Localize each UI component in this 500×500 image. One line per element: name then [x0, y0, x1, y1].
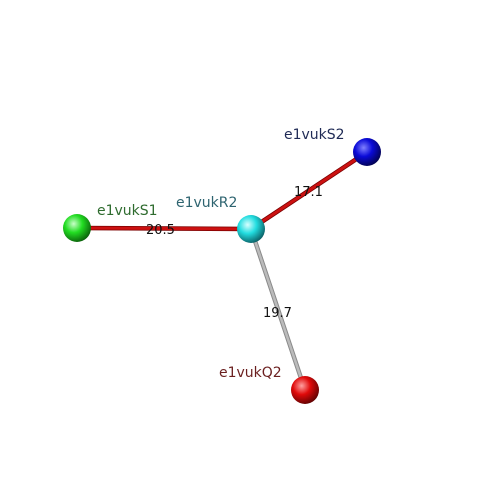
node-labels: e1vukS1 e1vukR2 e1vukS2 e1vukQ2 [97, 127, 345, 381]
edge-r2-q2 [248, 226, 308, 393]
nodes [63, 138, 381, 404]
edge-r2-s2 [248, 149, 370, 232]
node-label-e1vukS1: e1vukS1 [97, 203, 158, 219]
edge-labels: 20.5 17.1 19.7 [146, 185, 323, 321]
edge-r2-s2-line [249, 150, 369, 231]
node-e1vukR2[interactable] [237, 215, 265, 243]
edges [74, 149, 370, 393]
edge-s1-r2-distance: 20.5 [146, 223, 175, 238]
edge-r2-s2-distance: 17.1 [294, 185, 323, 200]
node-label-e1vukR2: e1vukR2 [176, 195, 237, 211]
node-label-e1vukQ2: e1vukQ2 [219, 365, 282, 381]
node-e1vukQ2[interactable] [291, 376, 319, 404]
node-e1vukS1[interactable] [63, 214, 91, 242]
node-e1vukS2[interactable] [353, 138, 381, 166]
edge-s1-r2 [74, 225, 254, 232]
edge-r2-q2-line [249, 227, 307, 392]
node-label-e1vukS2: e1vukS2 [284, 127, 345, 143]
edge-r2-q2-distance: 19.7 [263, 306, 292, 321]
edge-s1-r2-line [75, 226, 253, 231]
